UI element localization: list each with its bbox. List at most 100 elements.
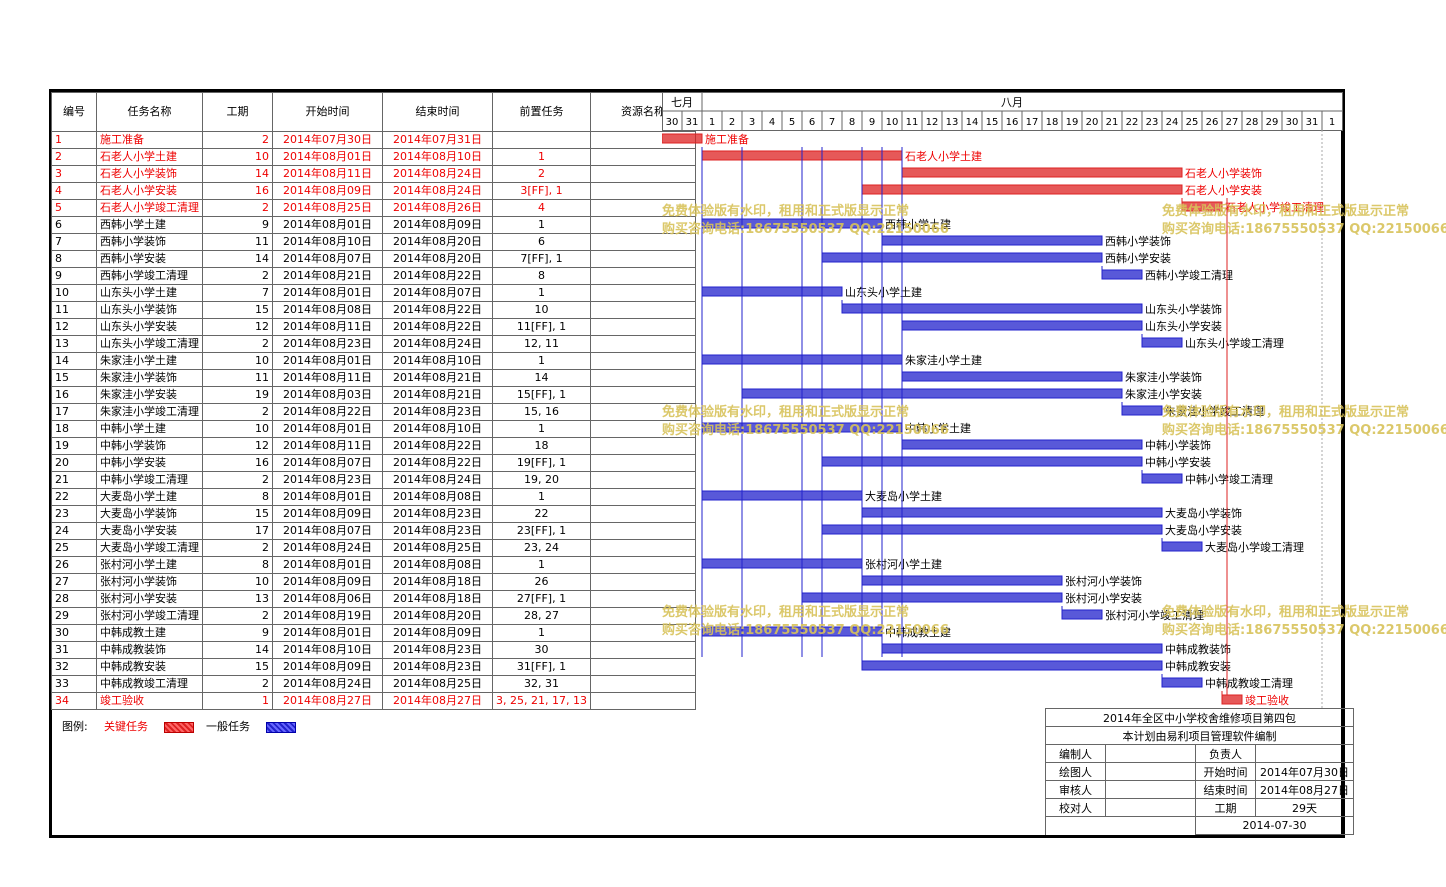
cell-id: 8 — [51, 250, 97, 268]
cell-start: 2014年08月01日 — [272, 284, 383, 302]
cell-pred: 3, 25, 21, 17, 13 — [492, 692, 591, 710]
header-id: 编号 — [51, 92, 97, 132]
task-bar-label: 朱家洼小学安装 — [1125, 387, 1202, 401]
cell-end: 2014年08月27日 — [382, 692, 493, 710]
cell-start: 2014年08月01日 — [272, 420, 383, 438]
task-bar — [1061, 609, 1103, 620]
task-bar-label: 西韩小学竣工清理 — [1145, 268, 1233, 282]
cell-dur: 19 — [202, 386, 273, 404]
watermark-3b: 购买咨询电话:18675550537 QQ:22150066 — [662, 423, 949, 438]
made-by-label: 编制人 — [1045, 744, 1106, 763]
cell-name: 石老人小学装饰 — [96, 165, 203, 183]
watermark-6a: 免费体验版有水印，租用和正式版显示正常 — [1162, 605, 1410, 620]
cell-id: 34 — [51, 692, 97, 710]
task-bar-label: 中韩成教安装 — [1165, 659, 1231, 673]
cell-end: 2014年08月09日 — [382, 216, 493, 234]
cell-start: 2014年08月10日 — [272, 641, 383, 659]
cell-name: 中韩成教装饰 — [96, 641, 203, 659]
cell-dur: 2 — [202, 539, 273, 557]
day-label: 11 — [906, 117, 919, 128]
cell-pred: 22 — [492, 505, 591, 523]
cell-end: 2014年08月23日 — [382, 522, 493, 540]
task-bar — [1161, 541, 1203, 552]
cell-end: 2014年08月23日 — [382, 403, 493, 421]
cell-name: 中韩成教土建 — [96, 624, 203, 642]
cell-end: 2014年08月23日 — [382, 641, 493, 659]
task-bar — [1101, 269, 1143, 280]
cell-id: 12 — [51, 318, 97, 336]
check-label: 校对人 — [1045, 798, 1106, 817]
cell-dur: 12 — [202, 437, 273, 455]
task-bar — [861, 184, 1183, 195]
cell-pred: 8 — [492, 267, 591, 285]
cell-dur: 14 — [202, 641, 273, 659]
day-label: 1 — [709, 117, 715, 128]
cell-pred: 1 — [492, 284, 591, 302]
watermark-4b: 购买咨询电话:18675550537 QQ:22150066 — [1162, 423, 1446, 438]
cell-start: 2014年08月07日 — [272, 250, 383, 268]
cell-start: 2014年08月27日 — [272, 692, 383, 710]
cell-dur: 11 — [202, 233, 273, 251]
cell-id: 9 — [51, 267, 97, 285]
day-label: 19 — [1066, 117, 1079, 128]
cell-id: 15 — [51, 369, 97, 387]
cell-dur: 11 — [202, 369, 273, 387]
cell-dur: 17 — [202, 522, 273, 540]
cell-pred: 4 — [492, 199, 591, 217]
cell-pred: 12, 11 — [492, 335, 591, 353]
cell-pred: 23, 24 — [492, 539, 591, 557]
cell-dur: 2 — [202, 131, 273, 149]
task-bar — [901, 320, 1143, 331]
cell-pred — [492, 131, 591, 149]
cell-start: 2014年08月07日 — [272, 454, 383, 472]
cell-name: 山东头小学土建 — [96, 284, 203, 302]
day-label: 1 — [1329, 117, 1335, 128]
cell-start: 2014年08月01日 — [272, 556, 383, 574]
cell-dur: 2 — [202, 607, 273, 625]
cell-pred: 3[FF], 1 — [492, 182, 591, 200]
cell-name: 大麦岛小学装饰 — [96, 505, 203, 523]
task-bar — [861, 507, 1163, 518]
day-label: 27 — [1226, 117, 1239, 128]
legend-normal-label: 一般任务 — [206, 720, 250, 733]
cell-dur: 14 — [202, 165, 273, 183]
cell-name: 中韩小学安装 — [96, 454, 203, 472]
cell-end: 2014年07月31日 — [382, 131, 493, 149]
cell-name: 山东头小学安装 — [96, 318, 203, 336]
cell-id: 11 — [51, 301, 97, 319]
cell-start: 2014年08月11日 — [272, 318, 383, 336]
cell-dur: 2 — [202, 267, 273, 285]
day-label: 9 — [869, 117, 875, 128]
task-bar — [841, 303, 1143, 314]
cell-id: 5 — [51, 199, 97, 217]
cell-start: 2014年08月06日 — [272, 590, 383, 608]
cell-id: 4 — [51, 182, 97, 200]
cell-name: 西韩小学安装 — [96, 250, 203, 268]
cell-dur: 2 — [202, 403, 273, 421]
cell-end: 2014年08月22日 — [382, 318, 493, 336]
task-bar-label: 张村河小学安装 — [1065, 591, 1142, 605]
task-bar — [901, 167, 1183, 178]
owner-label: 负责人 — [1195, 744, 1256, 763]
cell-start: 2014年08月21日 — [272, 267, 383, 285]
cell-start: 2014年08月23日 — [272, 335, 383, 353]
cell-end: 2014年08月10日 — [382, 420, 493, 438]
cell-name: 朱家洼小学土建 — [96, 352, 203, 370]
task-bar-label: 中韩小学安装 — [1145, 455, 1211, 469]
cell-end: 2014年08月07日 — [382, 284, 493, 302]
cell-pred: 6 — [492, 233, 591, 251]
cell-end: 2014年08月09日 — [382, 624, 493, 642]
cell-dur: 8 — [202, 556, 273, 574]
day-label: 8 — [849, 117, 855, 128]
cell-end: 2014年08月10日 — [382, 148, 493, 166]
start-label: 开始时间 — [1195, 762, 1256, 781]
cell-end: 2014年08月24日 — [382, 165, 493, 183]
cell-start: 2014年08月07日 — [272, 522, 383, 540]
